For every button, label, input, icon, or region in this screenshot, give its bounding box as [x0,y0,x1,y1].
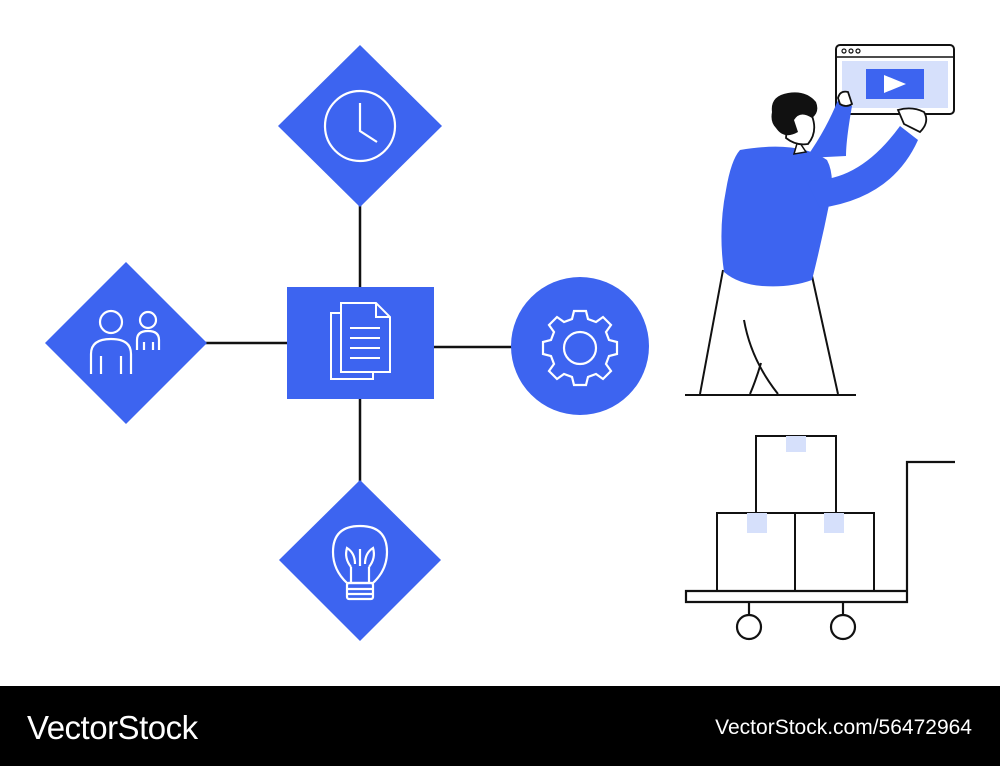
clock-icon [323,89,397,163]
network-connectors [205,205,513,482]
document-node [287,287,434,399]
people-node [45,262,207,424]
people-icon [89,309,161,374]
image-id: VectorStock.com/56472964 [715,716,972,739]
document-icon [330,302,391,380]
person-figure [685,90,928,396]
video-window [835,44,955,115]
brand-logo: VectorStock [27,709,198,746]
illustration [45,44,955,641]
boxes-icon [716,435,875,592]
box-tapes [747,436,844,533]
gear-node [511,277,649,415]
footer-bar: VectorStock VectorStock.com/56472964 [0,686,1000,766]
lightbulb-node [279,480,441,641]
play-icon [884,75,906,93]
clock-node [278,45,442,207]
lightbulb-icon [331,524,389,601]
cart-icon [684,460,955,641]
gear-icon [541,309,619,387]
